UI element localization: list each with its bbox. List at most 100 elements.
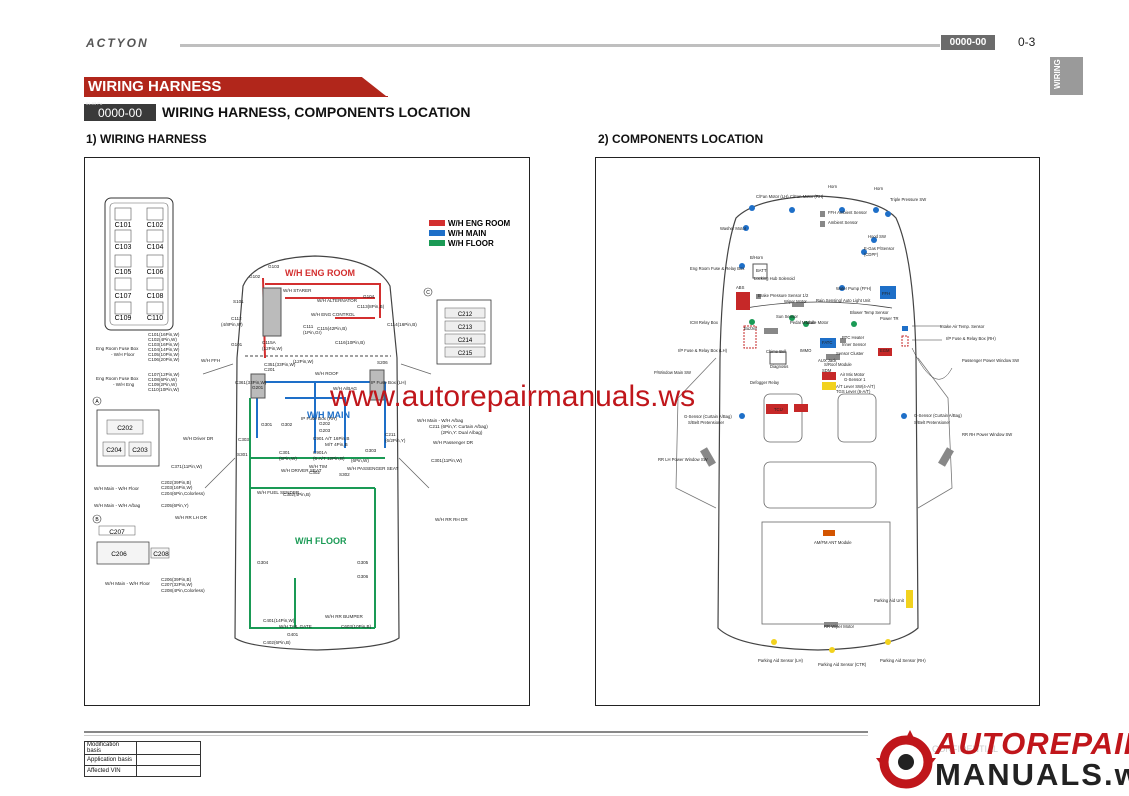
component-label-46: Passenger Power Window SW (962, 358, 1019, 363)
guide-lines (911, 325, 953, 380)
component-label-0: C/Fan Motor (LH) (756, 194, 789, 199)
connector-label-72: C107(12Pin,W) (148, 372, 180, 377)
eng-room-fuse-box (262, 287, 282, 337)
component-markers (700, 205, 954, 653)
side-tab[interactable]: WIRING (1050, 57, 1083, 95)
connector-label-52: C302(4Pin,B) (283, 492, 311, 497)
detail-a-c204: C204 (106, 447, 122, 454)
header-rule (180, 44, 940, 47)
connector-label-70: Eng Room Fuse Box (96, 376, 139, 381)
region-eng-room: W/H ENG ROOM (285, 268, 355, 278)
detail-a-c202: C202 (117, 425, 133, 432)
sub-code-value: 0000-00 (97, 106, 143, 120)
component-label-48: Defogger Relay (750, 380, 780, 385)
connector-label-75: C110(10Pin,W) (148, 387, 180, 392)
component-label-27: Pedal Module (790, 320, 816, 325)
detail-b-c207: C207 (109, 529, 125, 536)
component-label-44: A/T Lever SW(4-A/T) (836, 384, 876, 389)
detail-b-c208: C208 (153, 551, 169, 558)
fuse-c102: C102 (147, 222, 164, 229)
component-label-43: G-Sensor 1 (844, 377, 866, 382)
connector-label-60: C402(6Pin,B) (263, 640, 291, 645)
connector-label-77: C371(11Pin,W) (171, 464, 203, 469)
component-label-34: I/P Fuse & Relay Box (LH) (678, 348, 728, 353)
connector-label-56: W/H RR BUMPER (325, 614, 363, 619)
connector-label-25: G201 (252, 385, 264, 390)
page-number: 0-3 (1018, 35, 1036, 49)
connector-label-47: C302 (309, 470, 320, 475)
connector-label-7: (12Pin,W) (262, 346, 283, 351)
connector-label-61: C603(10Pin,B) (341, 624, 372, 629)
component-label-31: Inner Sensor (842, 342, 867, 347)
connector-label-78: W/H Main - W/H Floor (94, 486, 139, 491)
connector-label-73: C108(6Pin,W) (148, 377, 177, 382)
component-label-50: G-Sensor (Curtain A/Bag) (684, 414, 732, 419)
windshield-line (745, 301, 893, 309)
connector-label-46: W/H TIM (309, 464, 327, 469)
connector-label-44: (6Pin,W) (279, 456, 297, 461)
connector-label-3: C112 (231, 316, 242, 321)
component-label-26: Buzzer (744, 326, 758, 331)
fuse-c108: C108 (147, 293, 164, 300)
connector-label-24: C361(33Pin,W) (235, 380, 267, 385)
connector-label-28: W/H A/BAG (333, 386, 357, 391)
connector-label-19: C351(33Pin,W) (264, 362, 296, 367)
component-label-11: B/Horn (750, 255, 764, 260)
component-label-40: S/Roof Module (824, 362, 852, 367)
connector-label-74: C109(2Pin,W) (148, 382, 177, 387)
connector-label-57: C401(14Pin,W) (263, 618, 295, 623)
connector-label-0: G103 (268, 264, 280, 269)
connector-label-67: C104(14Pin,W) (148, 347, 180, 352)
component-label-1: C/Fan Motor (RH) (790, 194, 824, 199)
connector-label-63: - W/H Floor (111, 352, 135, 357)
detail-c-c214: C214 (458, 338, 473, 344)
connector-label-54: G305 (357, 560, 369, 565)
car-body-outline (234, 255, 400, 651)
faded-footer-text: CONFIDENTIAL (932, 744, 999, 754)
table-row: Application basis (84, 754, 201, 766)
door-lines (202, 363, 432, 489)
connector-label-6: C115A (262, 340, 277, 345)
connector-label-86: C206(39Pin,B) (161, 577, 192, 582)
component-label-21: Blower Temp Sensor (850, 310, 889, 315)
detail-b: C207 C206 C208 (96, 525, 170, 565)
connector-label-71: - W/H Eng (113, 382, 135, 387)
left-heading: 1) WIRING HARNESS (86, 132, 207, 146)
legend-floor: W/H FLOOR (448, 239, 494, 248)
detail-a: C202 C204 C203 (96, 409, 160, 467)
fuse-c103: C103 (115, 244, 132, 251)
fuse-c107: C107 (115, 293, 132, 300)
connector-label-88: C208(4Pin,Colorless) (161, 588, 205, 593)
connector-label-27: IP Fuse Box (RH) (301, 416, 337, 421)
ip-fuse-box-rh (369, 369, 385, 401)
wiring-harness-diagram: W/H ENG ROOM W/H MAIN W/H FLOOR C101 C10… (92, 197, 511, 651)
connector-label-37: G202 (319, 421, 331, 426)
table-row: Modification basis (84, 741, 201, 755)
connector-label-8: W/H STARER (283, 288, 312, 293)
component-label-18: Brake Pressure Sensor 1/2 (758, 293, 809, 298)
legend-swatch-main (429, 230, 445, 236)
callout-b (92, 514, 102, 524)
connector-label-20: C201 (264, 367, 275, 372)
component-label-8: Hood SW (868, 234, 886, 239)
revision-table: Modification basis Application basis Aff… (84, 741, 201, 777)
connector-label-31: G302 (281, 422, 293, 427)
floor-harness (249, 398, 385, 629)
connector-label-93: W/H Passenger DR (433, 440, 474, 445)
component-label-57: Parking Aid Unit (874, 598, 905, 603)
logo-background: CONFIDENTIAL (868, 724, 1129, 796)
component-label-13: BATT (756, 268, 767, 273)
seats (761, 393, 891, 625)
component-label-19: Wiper Motor (784, 299, 807, 304)
component-label-24: ICM Relay Box (690, 320, 719, 325)
component-label-5: FFH Ambient Sensor (828, 210, 867, 215)
connector-label-68: C105(10Pin,W) (148, 352, 180, 357)
connector-label-82: W/H Main - W/H A/bag (94, 503, 141, 508)
logo-text-line2: MANUALS.ws (935, 757, 1129, 792)
connector-label-43: C301 (279, 450, 290, 455)
connector-label-23: S206 (377, 360, 388, 365)
connector-label-40: (6/2Pin,Y) (385, 438, 406, 443)
connector-label-79: C202(39Pin,B) (161, 480, 192, 485)
connector-label-42: S301 (237, 452, 248, 457)
